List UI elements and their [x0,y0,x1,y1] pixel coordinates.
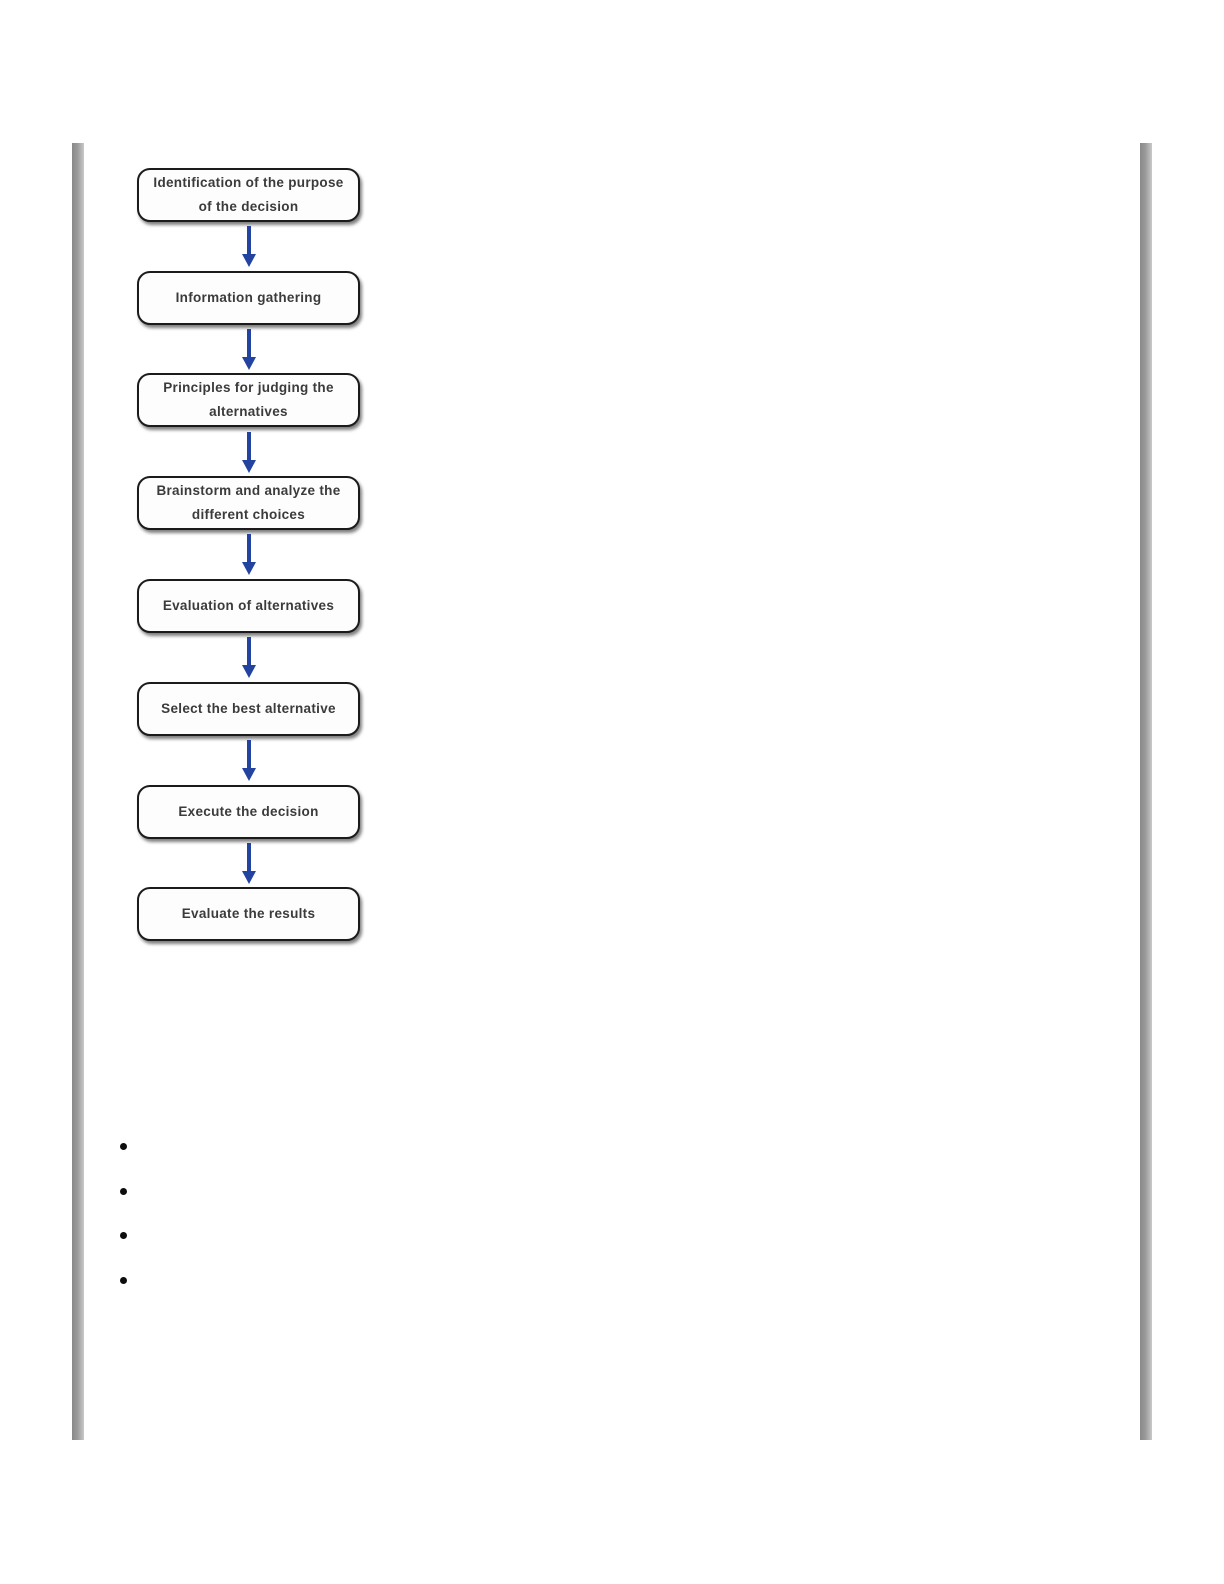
flowchart-step-1: Identification of the purpose of the dec… [137,168,360,222]
flowchart-step-label: Principles for judging the alternatives [163,380,334,419]
flowchart-step-label: Evaluation of alternatives [162,598,335,613]
list-item [120,1230,141,1240]
flowchart-step-label: Brainstorm and analyze the different cho… [156,483,341,522]
flowchart-step-4: Brainstorm and analyze the different cho… [137,476,360,530]
flowchart-step-8: Evaluate the results [137,887,360,941]
bullet-marker [120,1187,127,1195]
list-item [120,1186,141,1196]
flowchart-step-2: Information gathering [137,271,360,325]
down-arrow-icon [241,843,256,884]
down-arrow-icon [241,226,256,267]
list-item [120,1141,141,1151]
flowchart-step-5: Evaluation of alternatives [137,579,360,633]
flowchart-step-7: Execute the decision [137,785,360,839]
flowchart-step-label: Evaluate the results [181,906,316,921]
bullet-marker [120,1276,127,1284]
down-arrow-icon [241,534,256,575]
flowchart-step-label: Information gathering [175,290,322,305]
page-edge-shadow-right [1140,143,1152,1440]
flowchart-step-label: Select the best alternative [161,701,336,716]
flowchart-step-6: Select the best alternative [137,682,360,736]
bullet-marker [120,1142,127,1150]
flowchart-step-label: Execute the decision [178,804,319,819]
bullet-marker [120,1231,127,1239]
down-arrow-icon [241,637,256,678]
flowchart-step-3: Principles for judging the alternatives [137,373,360,427]
page-edge-shadow-left [72,143,84,1440]
list-item [120,1275,141,1285]
flowchart-step-label: Identification of the purpose of the dec… [153,175,344,214]
down-arrow-icon [241,740,256,781]
down-arrow-icon [241,432,256,473]
down-arrow-icon [241,329,256,370]
